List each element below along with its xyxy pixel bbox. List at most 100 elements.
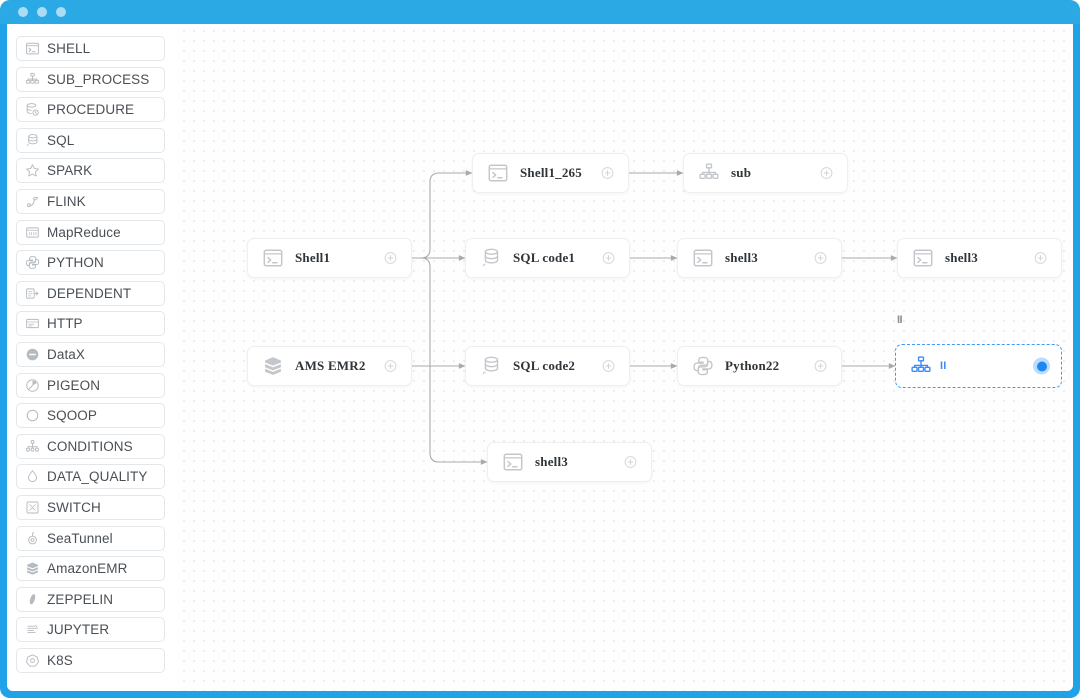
sidebar-item-pigeon[interactable]: PIGEON [16, 372, 165, 398]
workflow-node-label: Shell1_265 [520, 165, 582, 180]
sidebar-item-seatunnel[interactable]: SeaTunnel [16, 525, 165, 551]
sidebar-item-sqoop[interactable]: SQOOP [16, 403, 165, 429]
switch-icon [25, 500, 40, 515]
sidebar-item-amazonemr[interactable]: AmazonEMR [16, 556, 165, 582]
seatunnel-icon [25, 531, 40, 546]
workflow-node-shell1[interactable]: Shell1 [247, 238, 412, 278]
pigeon-icon [25, 378, 40, 393]
add-node-plus-icon[interactable] [1034, 252, 1047, 265]
window-dot-3[interactable] [56, 7, 66, 17]
sidebar-item-label: DEPENDENT [47, 285, 132, 301]
workflow-node-shell1_265[interactable]: Shell1_265 [472, 153, 629, 193]
sidebar-item-sub-process[interactable]: SUB_PROCESS [16, 66, 165, 92]
sql-icon [480, 247, 502, 269]
add-node-plus-icon[interactable] [602, 252, 615, 265]
sidebar-item-conditions[interactable]: CONDITIONS [16, 433, 165, 459]
sidebar-item-label: FLINK [47, 194, 86, 209]
workflow-node-label: Python22 [725, 358, 780, 373]
add-node-plus-icon[interactable] [384, 360, 397, 373]
workflow-node-label: SQL code1 [513, 250, 576, 265]
workflow-node-label: shell3 [725, 250, 758, 265]
http-icon [25, 316, 40, 331]
sidebar-item-label: SHELL [47, 41, 91, 56]
dependent-icon [25, 286, 40, 301]
sidebar-item-sql[interactable]: SQL [16, 127, 165, 153]
sidebar-item-zeppelin[interactable]: ZEPPELIN [16, 586, 165, 612]
conditions-icon [25, 439, 40, 454]
sidebar-item-label: CONDITIONS [47, 438, 133, 454]
workflow-node-label: shell3 [535, 454, 568, 469]
sidebar-item-http[interactable]: HTTP [16, 311, 165, 337]
amazon-emr-icon [25, 561, 40, 576]
workflow-node-shell3c[interactable]: shell3 [487, 442, 652, 482]
add-node-plus-icon[interactable] [814, 360, 827, 373]
shell-icon [262, 247, 284, 269]
workflow-node-sub[interactable]: sub [683, 153, 848, 193]
sidebar-item-spark[interactable]: SPARK [16, 158, 165, 184]
sqoop-icon [25, 408, 40, 423]
workflow-node-label: SQL code2 [513, 358, 576, 373]
k8s-icon [25, 653, 40, 668]
workflow-node-label: Shell1 [295, 250, 331, 265]
datax-icon [25, 347, 40, 362]
add-node-plus-icon[interactable] [820, 167, 833, 180]
sidebar-item-datax[interactable]: DataX [16, 342, 165, 367]
sidebar-item-label: K8S [47, 653, 73, 668]
add-node-plus-icon[interactable] [624, 456, 637, 469]
window-titlebar [0, 0, 1080, 24]
sidebar-item-label: JUPYTER [47, 622, 110, 638]
sidebar-item-k8s[interactable]: K8S [16, 648, 165, 673]
shell-icon [487, 162, 509, 184]
amazon-emr-icon [262, 355, 284, 377]
add-node-plus-icon[interactable] [601, 167, 614, 180]
window-dot-1[interactable] [18, 7, 28, 17]
add-node-plus-icon[interactable] [814, 252, 827, 265]
workflow-node-label: AMS EMR2 [295, 358, 366, 373]
workflow-node-amsemr2[interactable]: AMS EMR2 [247, 346, 412, 386]
workflow-node-shell3b[interactable]: shell3 [897, 238, 1062, 278]
workflow-node-sqlcode2[interactable]: SQL code2 [465, 346, 630, 386]
sidebar-item-label: ZEPPELIN [47, 591, 114, 607]
sidebar-item-mapreduce[interactable]: MapReduce [16, 219, 165, 245]
sidebar-item-label: SUB_PROCESS [47, 71, 150, 87]
sidebar-item-data-quality[interactable]: DATA_QUALITY [16, 464, 165, 490]
workflow-node-shell3a[interactable]: shell3 [677, 238, 842, 278]
node-connection-handle[interactable] [1033, 357, 1050, 375]
window-dot-2[interactable] [37, 7, 47, 17]
sidebar-item-label: SQL [47, 132, 75, 148]
add-node-plus-icon[interactable] [602, 360, 615, 373]
sql-icon [480, 355, 502, 377]
flink-icon [25, 194, 40, 209]
sidebar-item-jupyter[interactable]: JUPYTER [16, 617, 165, 643]
shell-icon [25, 41, 40, 56]
shell-icon [912, 247, 934, 269]
add-node-plus-icon[interactable] [384, 252, 397, 265]
sidebar-item-python[interactable]: PYTHON [16, 250, 165, 276]
python-icon [692, 355, 714, 377]
workflow-node-python22[interactable]: Python22 [677, 346, 842, 386]
spark-icon [25, 163, 40, 178]
workflow-node-subsel[interactable]: II [895, 344, 1062, 388]
sidebar-item-label: AmazonEMR [47, 561, 128, 577]
shell-icon [502, 451, 524, 473]
sql-icon [25, 133, 40, 148]
sidebar-item-label: HTTP [47, 316, 83, 332]
sidebar-item-dependent[interactable]: DEPENDENT [16, 280, 165, 306]
workflow-node-label: sub [731, 165, 752, 180]
sidebar-item-shell[interactable]: SHELL [16, 36, 165, 61]
sidebar-item-label: SWITCH [47, 500, 101, 515]
sidebar-item-label: SeaTunnel [47, 530, 113, 546]
workflow-node-sqlcode1[interactable]: SQL code1 [465, 238, 630, 278]
sidebar-item-label: SPARK [47, 163, 93, 179]
sidebar-item-label: PIGEON [47, 377, 101, 393]
sidebar-item-switch[interactable]: SWITCH [16, 495, 165, 520]
sub-process-icon [910, 355, 932, 377]
workflow-node-label: II [940, 360, 947, 372]
sidebar-item-flink[interactable]: FLINK [16, 189, 165, 214]
sidebar-item-procedure[interactable]: PROCEDURE [16, 97, 165, 123]
python-icon [25, 255, 40, 270]
sidebar-item-label: DataX [47, 347, 86, 362]
jupyter-icon [25, 622, 40, 637]
